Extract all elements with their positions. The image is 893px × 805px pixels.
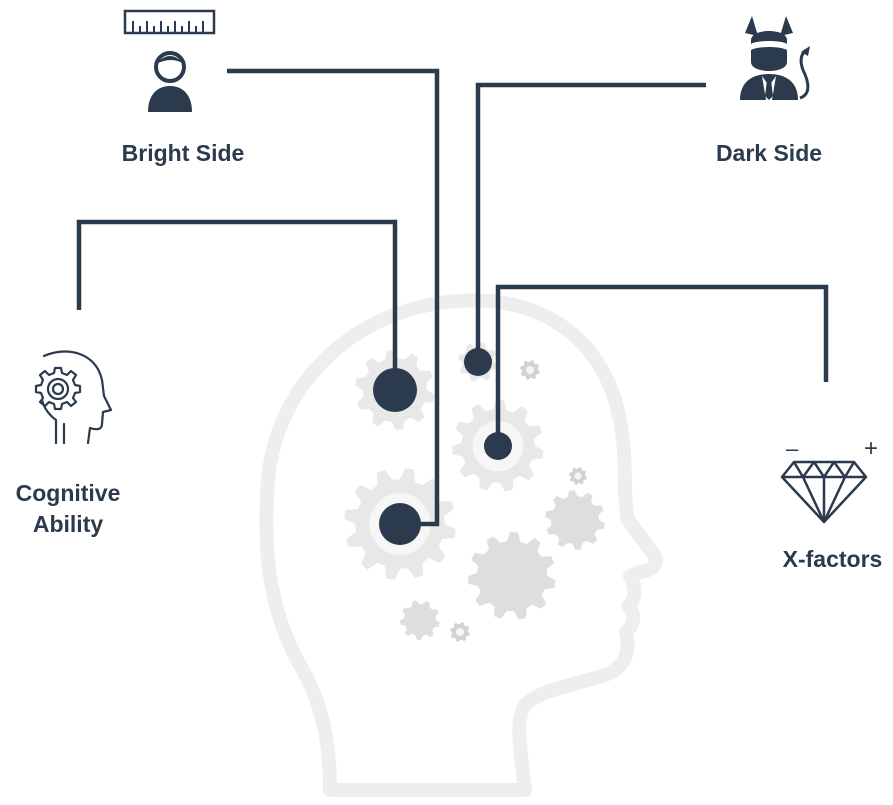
gear-8-hub bbox=[456, 628, 464, 636]
x-factors-plus-sign: + bbox=[864, 435, 878, 462]
x-factors-minus-sign: – bbox=[786, 436, 799, 461]
gear-5 bbox=[468, 532, 556, 620]
gear-6 bbox=[545, 490, 605, 550]
x-factors-label: X-factors bbox=[782, 546, 883, 572]
person-with-ruler-icon bbox=[123, 9, 216, 112]
devil-businessman-icon bbox=[740, 16, 810, 100]
dot-cognitive-ability bbox=[373, 368, 417, 412]
connector-dark-side bbox=[475, 82, 706, 362]
gear-7 bbox=[400, 600, 440, 640]
connector-cognitive-ability bbox=[76, 219, 398, 390]
dot-bright-side bbox=[379, 503, 421, 545]
dot-dark-side bbox=[464, 348, 492, 376]
diamond-plus-minus-icon: – + bbox=[780, 435, 878, 524]
connector-x-factors bbox=[495, 284, 829, 446]
dark-side-label: Dark Side bbox=[715, 140, 823, 166]
bright-side-label: Bright Side bbox=[121, 140, 245, 166]
cognitive-ability-label: Cognitive Ability bbox=[15, 480, 121, 537]
head-silhouette bbox=[259, 293, 663, 797]
gear-10-hub bbox=[574, 472, 582, 480]
head-with-gear-icon bbox=[34, 350, 113, 445]
connector-dots bbox=[373, 348, 512, 545]
dot-x-factors bbox=[484, 432, 512, 460]
gear-9-hub bbox=[526, 366, 534, 374]
